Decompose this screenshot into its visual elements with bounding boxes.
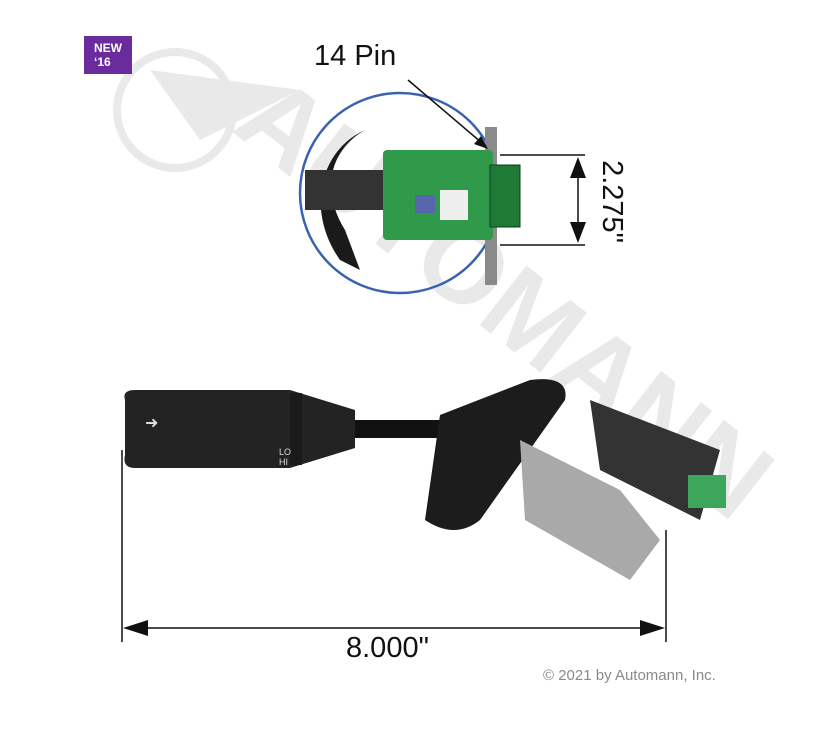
svg-text:LO: LO bbox=[279, 447, 291, 457]
svg-text:➜: ➜ bbox=[145, 415, 158, 432]
pin-label: 14 Pin bbox=[314, 40, 397, 72]
connector-detail bbox=[305, 127, 521, 285]
length-dimension-label: 8.000" bbox=[346, 632, 429, 664]
pin-callout-arrow bbox=[407, 79, 488, 149]
badge-line2: ‘16 bbox=[94, 55, 111, 69]
height-dimension-label: 2.275" bbox=[595, 160, 628, 243]
length-dimension-line bbox=[121, 450, 667, 642]
height-dimension-line bbox=[500, 154, 586, 246]
svg-text:HI: HI bbox=[279, 457, 288, 467]
new-badge: NEW ‘16 bbox=[84, 36, 132, 74]
copyright-text: © 2021 by Automann, Inc. bbox=[543, 667, 716, 684]
badge-line1: NEW bbox=[94, 41, 122, 55]
turn-signal-switch: ➜ LO HI bbox=[124, 379, 726, 580]
